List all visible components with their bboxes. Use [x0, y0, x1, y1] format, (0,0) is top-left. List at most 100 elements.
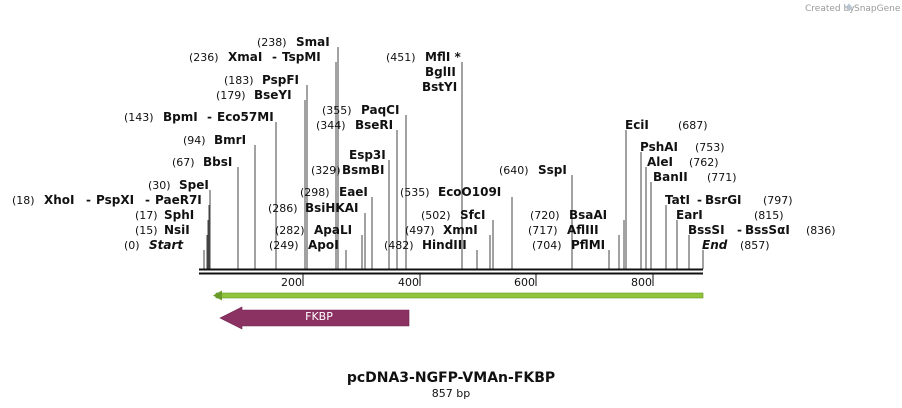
site-name: EarI	[676, 208, 703, 222]
site-position: (282)	[275, 224, 305, 237]
site-name: ApaLI	[314, 223, 352, 237]
site-position: (179)	[216, 89, 246, 102]
site-position: (502)	[421, 209, 451, 222]
site-position: (497)	[405, 224, 435, 237]
site-position: (344)	[316, 119, 346, 132]
site-position: (298)	[300, 186, 330, 199]
site-name: PspXI	[96, 193, 134, 207]
site-name: XmaI	[228, 50, 262, 64]
site-position: (238)	[257, 36, 287, 49]
site-separator: -	[697, 193, 702, 207]
site-name: AflIII	[567, 223, 599, 237]
site-position: (640)	[499, 164, 529, 177]
site-name: BseRI	[355, 118, 393, 132]
site-name: PaeR7I	[155, 193, 202, 207]
site-position: (286)	[268, 202, 298, 215]
site-position: (771)	[707, 171, 737, 184]
site-position: (535)	[400, 186, 430, 199]
site-separator: -	[86, 193, 91, 207]
site-separator: -	[272, 50, 277, 64]
site-name: BstYI	[422, 80, 457, 94]
site-position: (355)	[322, 104, 352, 117]
ruler-tick-label: 400	[398, 276, 419, 289]
site-name: PaqCI	[361, 103, 399, 117]
site-name: EaeI	[339, 185, 368, 199]
plasmid-title: pcDNA3-NGFP-VMAn-FKBP	[347, 370, 555, 386]
site-position: (857)	[740, 239, 770, 252]
site-name: SpeI	[179, 178, 209, 192]
site-position: (797)	[763, 194, 793, 207]
site-name: XmnI	[443, 223, 478, 237]
snapgene-logo-icon	[845, 3, 853, 12]
site-name: Start	[149, 238, 184, 252]
site-name: EcoO109I	[438, 185, 501, 199]
site-position: (762)	[689, 156, 719, 169]
site-name: BsiHKAI	[305, 201, 359, 215]
site-name: Eco57MI	[217, 110, 274, 124]
site-separator: -	[207, 110, 212, 124]
site-position: (717)	[528, 224, 558, 237]
site-name: BsrGI	[705, 193, 742, 207]
site-name: BssSαI	[745, 223, 790, 237]
site-name: BbsI	[203, 155, 232, 169]
site-name: EciI	[625, 118, 649, 132]
site-position: (482)	[384, 239, 414, 252]
site-name: PshAI	[640, 140, 678, 154]
site-name: TspMI	[282, 50, 321, 64]
site-position: (704)	[532, 239, 562, 252]
site-name: ApoI	[308, 238, 339, 252]
site-position: (0)	[124, 239, 140, 252]
site-name: BssSI	[688, 223, 725, 237]
ruler-tick-label: 800	[631, 276, 652, 289]
site-position: (451)	[386, 51, 416, 64]
site-position: (143)	[124, 111, 154, 124]
site-position: (815)	[754, 209, 784, 222]
site-name: End	[702, 238, 728, 252]
credit-prefix: Created by	[805, 4, 855, 14]
site-name: SfcI	[460, 208, 485, 222]
site-name: AleI	[647, 155, 673, 169]
site-name: HindIII	[422, 238, 467, 252]
site-name: BseYI	[254, 88, 292, 102]
site-position: (18)	[12, 194, 35, 207]
site-position: (836)	[806, 224, 836, 237]
dna-backbone	[199, 268, 703, 275]
position-ruler: 200 400 600 800	[281, 274, 654, 289]
site-name: XhoI	[44, 193, 75, 207]
site-name: Esp3I	[349, 148, 386, 162]
site-position: (236)	[189, 51, 219, 64]
fkbp-label: FKBP	[305, 310, 333, 323]
site-name: SphI	[164, 208, 194, 222]
restriction-site-labels: (0) Start (249) ApoI (482) HindIII (704)…	[12, 35, 836, 252]
site-name: BsaAI	[569, 208, 607, 222]
site-name: NsiI	[164, 223, 190, 237]
site-name: BglII	[425, 65, 456, 79]
site-position: (30)	[148, 179, 171, 192]
site-name: MflI *	[425, 50, 461, 64]
site-position: (720)	[530, 209, 560, 222]
site-name: TatI	[665, 193, 690, 207]
credit-brand: SnapGene	[854, 4, 901, 14]
site-position: (249)	[269, 239, 299, 252]
site-position: (67)	[172, 156, 195, 169]
plasmid-length: 857 bp	[432, 387, 470, 400]
snapgene-credit: Created by SnapGene	[805, 3, 901, 14]
site-name: PflMI	[571, 238, 605, 252]
green-feature-arrow	[213, 290, 704, 301]
site-separator: -	[145, 193, 150, 207]
site-position: (753)	[695, 141, 725, 154]
site-name: BmrI	[214, 133, 246, 147]
site-position: (17)	[135, 209, 158, 222]
site-name: SspI	[538, 163, 567, 177]
site-name: BanII	[653, 170, 688, 184]
site-position: (15)	[135, 224, 158, 237]
site-name: BsmBI	[342, 163, 384, 177]
site-leader-lines	[203, 47, 704, 269]
site-position: (687)	[678, 119, 708, 132]
site-separator: -	[737, 223, 742, 237]
site-name: BpmI	[163, 110, 198, 124]
site-position: (94)	[183, 134, 206, 147]
site-name: PspFI	[262, 73, 299, 87]
site-name: SmaI	[296, 35, 330, 49]
